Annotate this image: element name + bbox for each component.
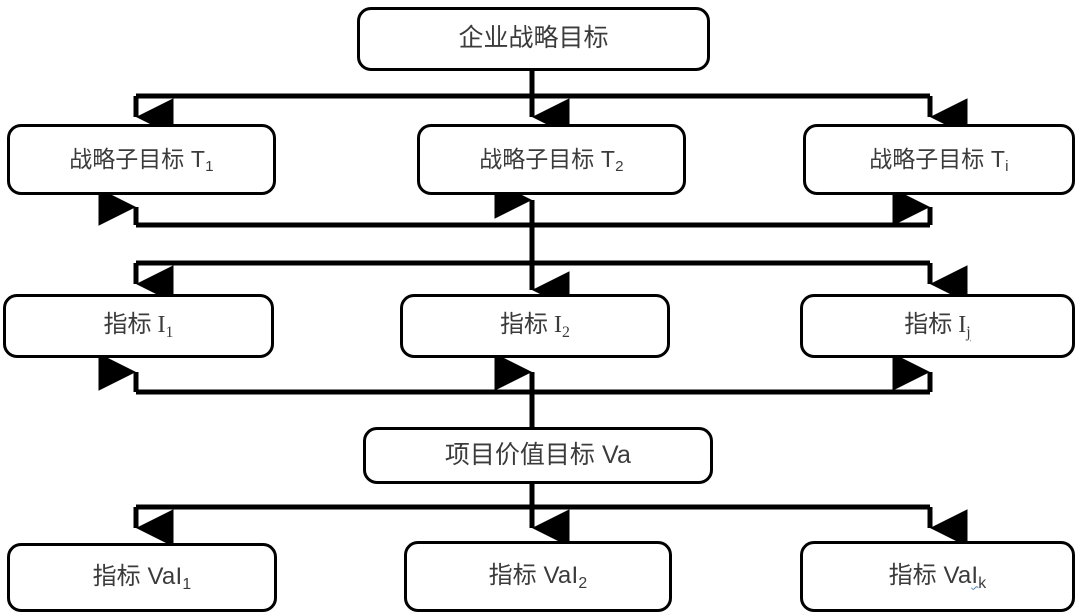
node-project-value-goal[interactable]: 项目价值目标 Va: [363, 427, 713, 484]
label-cjk: 指标: [103, 312, 152, 339]
node-label-strategy-sub-goal-i: 战略子目标 Ti: [869, 145, 1009, 175]
node-label-value-indicator-1: 指标 VaI1: [92, 563, 192, 593]
label-cjk: 项目价值目标: [444, 441, 595, 469]
node-value-indicator-2[interactable]: 指标 VaI2: [404, 541, 672, 612]
label-cjk: 指标: [92, 564, 141, 591]
node-enterprise-strategy-goal[interactable]: 企业战略目标: [357, 7, 710, 71]
node-indicator-2[interactable]: 指标 I2: [400, 294, 670, 358]
node-label-strategy-sub-goal-2: 战略子目标 T2: [479, 145, 624, 175]
node-label-strategy-sub-goal-1: 战略子目标 T1: [69, 145, 214, 175]
node-value-indicator-1[interactable]: 指标 VaI1: [7, 543, 277, 612]
node-label-value-indicator-2: 指标 VaI2: [488, 562, 588, 592]
label-cjk: 战略子目标: [69, 146, 185, 172]
label-cjk: 指标: [500, 312, 549, 339]
node-indicator-1[interactable]: 指标 I1: [3, 294, 274, 358]
node-strategy-sub-goal-2[interactable]: 战略子目标 T2: [417, 124, 686, 195]
node-label-indicator-2: 指标 I2: [500, 312, 570, 341]
node-label-root: 企业战略目标: [458, 24, 609, 52]
connector-root-to-strategy: [133, 71, 968, 136]
connector-valuegoal-down-fork: [133, 484, 968, 547]
node-strategy-sub-goal-1[interactable]: 战略子目标 T1: [7, 124, 276, 195]
label-cjk: 战略子目标: [479, 146, 595, 172]
node-label-indicator-j: 指标 Ij: [904, 312, 971, 341]
label-cjk: 指标: [888, 563, 937, 590]
label-cjk: 战略子目标: [869, 146, 985, 172]
node-label-project-value-goal: 项目价值目标 Va: [444, 440, 632, 469]
node-label-value-indicator-k: 指标 VaIk: [888, 562, 987, 592]
node-strategy-sub-goal-i[interactable]: 战略子目标 Ti: [803, 124, 1075, 195]
label-cjk: 指标: [904, 312, 953, 339]
node-label-indicator-1: 指标 I1: [103, 312, 174, 341]
node-value-indicator-k[interactable]: 指标 VaIk: [800, 541, 1075, 612]
label-cjk: 指标: [488, 563, 537, 590]
connector-valuegoal-up-fork: [98, 353, 933, 427]
node-indicator-j[interactable]: 指标 Ij: [800, 294, 1075, 358]
